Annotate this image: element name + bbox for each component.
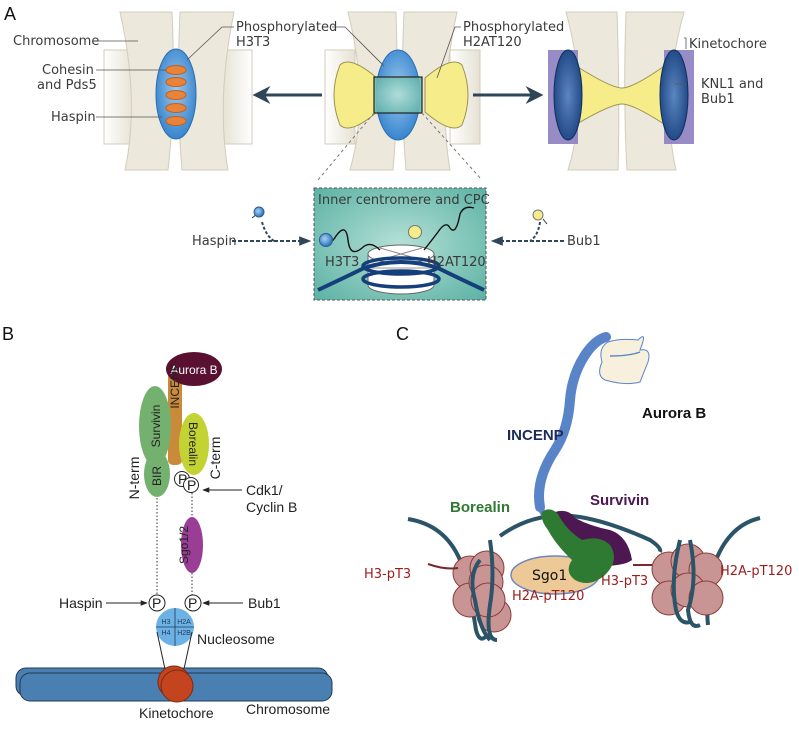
label-cohesin-line2: and Pds5 — [37, 78, 97, 93]
chromosome-center — [317, 11, 483, 181]
label-incenp-c: INCENP — [507, 427, 564, 444]
histone-h4: H4 — [162, 630, 171, 637]
label-phospho-h3t3-line2: H3T3 — [236, 35, 270, 50]
histone-octamer-right — [651, 543, 724, 616]
label-knl1: KNL1 and — [701, 77, 763, 92]
kinetochore-b — [160, 669, 194, 703]
label-aurora-b-b: Aurora B — [170, 363, 217, 377]
label-cohesin: Cohesin — [42, 63, 94, 78]
label-haspin-b: Haspin — [59, 595, 103, 611]
histone-h2b: H2B — [177, 630, 191, 637]
knl1-bub1-right — [659, 49, 689, 141]
label-chromosome-a: Chromosome — [13, 34, 99, 49]
label-sgo: Sgo1/2 — [177, 526, 191, 564]
label-phospho-h2at120-line2: H2AT120 — [463, 35, 522, 50]
label-incenp-b: INCENP — [168, 363, 182, 408]
survivin-shape — [139, 386, 171, 466]
label-survivin-c: Survivin — [590, 492, 649, 509]
label-h3-pt3-left: H3-pT3 — [364, 567, 411, 582]
label-phospho-h2at120: Phosphorylated — [463, 20, 564, 35]
label-h2a-pt120-right: H2A-pT120 — [720, 564, 792, 579]
label-c-term: C-term — [207, 437, 223, 480]
inset-zoom-box — [373, 76, 423, 114]
inset-h2at120: H2AT120 — [427, 255, 486, 270]
panel-c-letter: C — [396, 324, 409, 344]
bub1-phosphate-icon — [532, 209, 544, 221]
panel-b-letter: B — [2, 324, 14, 344]
haspin-phosphate-icon — [253, 206, 265, 218]
label-n-term: N-term — [126, 457, 142, 500]
inset-haspin: Haspin — [192, 234, 237, 249]
borealin-shape — [179, 413, 209, 475]
label-knl1-line2: Bub1 — [701, 92, 735, 107]
label-aurora-b-c: Aurora B — [642, 405, 706, 422]
chromosome-left — [103, 11, 253, 171]
label-cyclin-b: Cyclin B — [246, 499, 297, 515]
inset-inner-centromere: Inner centromere and CPC H3T3 H2AT120 — [313, 187, 490, 301]
incenp-shape — [168, 365, 182, 465]
inset-h3t3: H3T3 — [325, 255, 359, 270]
nucleosome-b: P P H3 H2A H4 H2B — [148, 594, 202, 670]
bir-shape — [144, 451, 170, 497]
chromosome-right — [548, 11, 694, 171]
phospho-bub1-p: P — [188, 595, 197, 611]
phospho-h2at120-ball — [408, 225, 422, 239]
label-bir: BIR — [150, 466, 164, 486]
label-haspin-a: Haspin — [51, 110, 96, 125]
label-borealin-b: Borealin — [186, 422, 200, 466]
aurora-b-shape — [166, 352, 222, 386]
aurora-b-shape-c — [599, 336, 650, 385]
label-phospho-h3t3: Phosphorylated — [236, 20, 337, 35]
label-chromosome-b: Chromosome — [246, 701, 330, 717]
label-kinetochore-b: Kinetochore — [139, 705, 214, 721]
phospho-p1: P — [178, 471, 187, 487]
panel-a-letter: A — [4, 4, 16, 24]
label-borealin-c: Borealin — [450, 499, 510, 516]
label-nucleosome: Nucleosome — [197, 631, 275, 647]
knl1-bub1-left — [553, 49, 583, 141]
label-kinetochore-a: Kinetochore — [689, 37, 767, 52]
phospho-p2: P — [187, 477, 196, 493]
phospho-haspin-p: P — [152, 595, 161, 611]
cohesin-complexes — [165, 65, 187, 126]
incenp-shape-c — [534, 332, 611, 512]
phospho-h3t3-ball — [319, 233, 333, 247]
histone-octamer-left — [452, 550, 512, 633]
borealin-shape-c — [541, 509, 614, 584]
inset-bub1: Bub1 — [567, 234, 601, 249]
sgo-shape — [181, 517, 203, 573]
histone-h3: H3 — [162, 619, 171, 626]
inset-title: Inner centromere and CPC — [318, 193, 490, 208]
label-bub1-b: Bub1 — [248, 595, 281, 611]
histone-h2a: H2A — [177, 619, 191, 626]
chromosome-b — [15, 665, 333, 703]
label-survivin-b: Survivin — [149, 405, 163, 448]
cpc-schematic: P P — [139, 352, 222, 597]
label-h3-pt3-center: H3-pT3 — [601, 574, 648, 589]
label-h2a-pt120-center: H2A-pT120 — [512, 589, 584, 604]
label-cdk1: Cdk1/ — [246, 482, 283, 498]
label-sgo1: Sgo1 — [532, 568, 567, 584]
leader-lines-a — [96, 26, 687, 118]
